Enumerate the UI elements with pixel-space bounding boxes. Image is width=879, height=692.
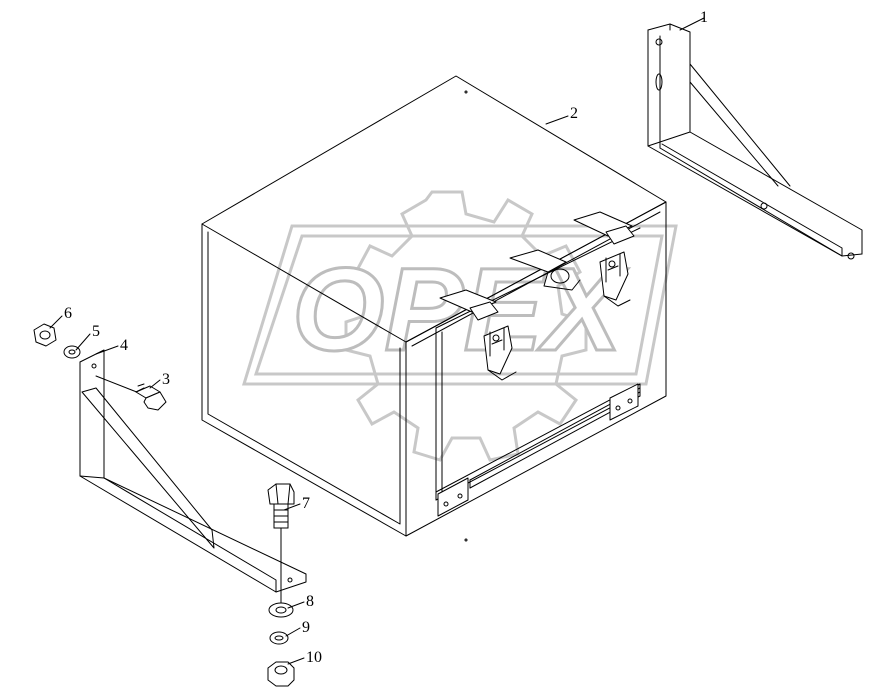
bolt-short: [95, 375, 167, 411]
logo-band: [241, 224, 678, 386]
nut-upper: [33, 323, 57, 347]
label-part-1: 1: [700, 9, 708, 26]
label-part-10: 10: [306, 649, 322, 666]
bolt-long: [267, 483, 295, 607]
part-labels: 1 2 3 4 5 6 7 8 9 10: [64, 9, 708, 666]
watermark: OPEX: [241, 190, 678, 462]
label-part-3: 3: [162, 371, 170, 388]
battery-box: [201, 75, 667, 542]
label-part-8: 8: [306, 593, 314, 610]
leader-lines: [49, 17, 705, 665]
label-part-6: 6: [64, 305, 72, 322]
bracket-right: [647, 23, 863, 260]
washer-upper: [63, 345, 81, 359]
lock-washer: [269, 631, 289, 645]
flat-washer: [268, 602, 294, 618]
label-part-9: 9: [302, 619, 310, 636]
bracket-left: [79, 349, 307, 593]
label-part-2: 2: [570, 105, 578, 122]
watermark-text: OPEX: [292, 244, 628, 376]
nut-lower: [267, 661, 295, 687]
label-part-4: 4: [120, 337, 128, 354]
label-part-7: 7: [302, 495, 310, 512]
label-part-5: 5: [92, 323, 100, 340]
